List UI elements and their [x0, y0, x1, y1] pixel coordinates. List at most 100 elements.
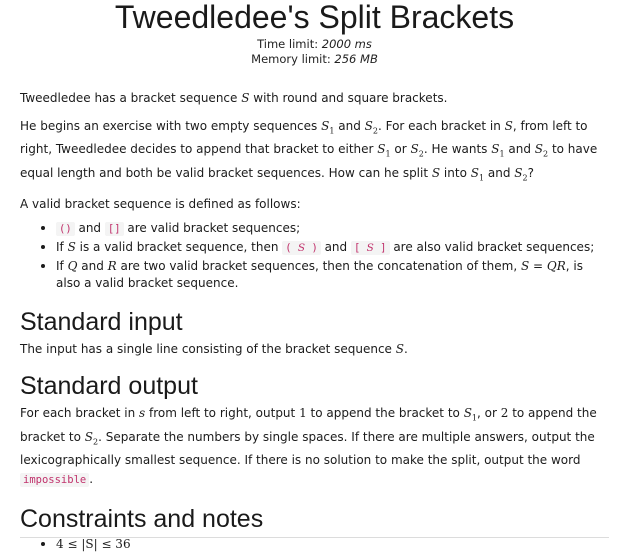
math-subscript: 1	[329, 126, 335, 136]
math-var-letter: S	[491, 142, 500, 157]
statement-text: into	[440, 165, 471, 180]
math-var: S	[366, 242, 374, 255]
math-var: S2	[84, 429, 99, 446]
time-limit: Time limit: 2000 ms	[20, 37, 609, 52]
math-var-letter: S	[431, 165, 441, 180]
statement-text: Tweedledee has a bracket sequence	[20, 91, 242, 105]
math-var-letter: S	[364, 119, 373, 133]
statement-text: For each bracket in	[20, 406, 139, 421]
math-subscript: 1	[471, 413, 478, 423]
math-var-letter: S	[84, 429, 94, 444]
statement-text: to append the bracket to	[306, 406, 464, 421]
code-char: ]	[380, 242, 387, 255]
math-var-letter: S	[504, 119, 513, 133]
math-var-letter: S	[534, 142, 544, 157]
time-limit-label: Time limit:	[257, 37, 319, 51]
memory-limit: Memory limit: 256 MB	[20, 52, 609, 67]
code-char: (	[285, 242, 292, 255]
definition-item-1: () and [] are valid bracket sequences;	[56, 220, 609, 238]
math-var: S1	[321, 119, 335, 136]
math-subscript: 2	[522, 173, 528, 183]
math-var: S	[241, 91, 250, 105]
statement-text: , or	[477, 406, 501, 421]
math-subscript: 2	[418, 149, 424, 159]
math-var-letter: S	[377, 142, 386, 157]
constraints-list: 4 ≤ |S| ≤ 36	[20, 536, 609, 553]
statement-text: and	[334, 119, 365, 133]
memory-limit-value: 256 MB	[334, 52, 378, 66]
statement-text: are valid bracket sequences;	[123, 221, 301, 236]
math-var: S	[395, 342, 404, 357]
math-subscript: 1	[478, 173, 485, 183]
statement-text: and	[320, 240, 351, 255]
math-var-letter: S	[410, 142, 419, 157]
math-var: R	[107, 259, 117, 274]
statement-text: from left to right, output	[145, 406, 300, 421]
statement-text: If	[56, 240, 68, 255]
input-description: The input has a single line consisting o…	[20, 340, 609, 359]
statement-text: are also valid bracket sequences;	[389, 240, 595, 255]
math-var: S	[297, 242, 306, 255]
statement-text: . For each bracket in	[377, 119, 505, 133]
math-var: S1	[470, 165, 485, 183]
math-constraint: 4 ≤ |S| ≤ 36	[56, 536, 131, 551]
statement-text: and	[504, 142, 535, 157]
statement-text: .	[403, 342, 408, 357]
math-var: S2	[534, 142, 549, 159]
definition-item-2: If S is a valid bracket sequence, then (…	[56, 239, 609, 257]
code-snippet: ()	[56, 222, 75, 237]
code-snippet: impossible	[20, 472, 90, 487]
math-var: S1	[377, 142, 391, 159]
statement-text: with round and square brackets.	[249, 91, 448, 105]
math-var: S2	[410, 142, 424, 159]
math-var: S2	[364, 119, 378, 136]
statement-text: , from left to right, Tweedledee decides…	[20, 119, 588, 157]
math-subscript: 2	[372, 126, 378, 136]
math-var: S	[505, 119, 513, 133]
output-description: For each bracket in s from left to right…	[20, 404, 609, 490]
math-var-letter: s	[139, 406, 146, 421]
statement-paragraph-1: Tweedledee has a bracket sequence S with…	[20, 89, 609, 108]
statement-text: . He wants	[423, 142, 492, 157]
code-char: [	[353, 242, 361, 255]
statement-text: . Separate the numbers by single spaces.…	[20, 429, 595, 467]
statement-text: are two valid bracket sequences, then th…	[116, 259, 521, 274]
code-snippet: ( S )	[282, 241, 321, 256]
math-var: S	[432, 166, 440, 180]
definition-item-3: If Q and R are two valid bracket sequenc…	[56, 258, 609, 292]
math-var: Q	[67, 259, 78, 274]
statement-text: to have equal length and both be valid b…	[20, 142, 598, 180]
math-var: s	[139, 406, 145, 420]
statement-text: and	[484, 165, 515, 180]
section-heading-input: Standard input	[20, 308, 183, 337]
statement-text: is a valid bracket sequence, then	[75, 240, 283, 255]
section-heading-constraints: Constraints and notes	[20, 504, 264, 533]
statement-text: ?	[527, 165, 534, 180]
math-var: S2	[514, 166, 528, 183]
statement-text: .	[89, 471, 94, 486]
code-snippet: []	[104, 222, 124, 237]
math-subscript: 1	[385, 149, 391, 159]
statement-text: , is also a valid bracket sequence.	[56, 259, 583, 291]
math-number: 1	[299, 406, 307, 421]
bottom-divider	[20, 537, 609, 538]
math-var-letter: S	[463, 406, 472, 421]
problem-title: Tweedledee's Split Brackets	[114, 0, 515, 35]
math-subscript: 2	[93, 436, 99, 446]
definition-list: () and [] are valid bracket sequences; I…	[20, 220, 609, 292]
code-char: )	[311, 242, 318, 255]
statement-paragraph-2: He begins an exercise with two empty seq…	[20, 117, 609, 187]
constraint-item: 4 ≤ |S| ≤ 36	[56, 536, 609, 553]
math-equation: S = QR	[520, 259, 566, 274]
statement-text: or	[390, 142, 411, 157]
statement-text: and	[77, 259, 108, 274]
statement-text: If	[56, 259, 68, 274]
statement-text: to append the bracket to	[20, 406, 597, 444]
math-var-letter: S	[470, 165, 479, 180]
limits-block: Time limit: 2000 ms Memory limit: 256 MB	[20, 37, 609, 67]
code-snippet: [ S ]	[350, 241, 390, 256]
statement-text: He begins an exercise with two empty seq…	[20, 119, 322, 133]
math-subscript: 1	[499, 149, 505, 159]
math-subscript: 2	[543, 149, 549, 159]
